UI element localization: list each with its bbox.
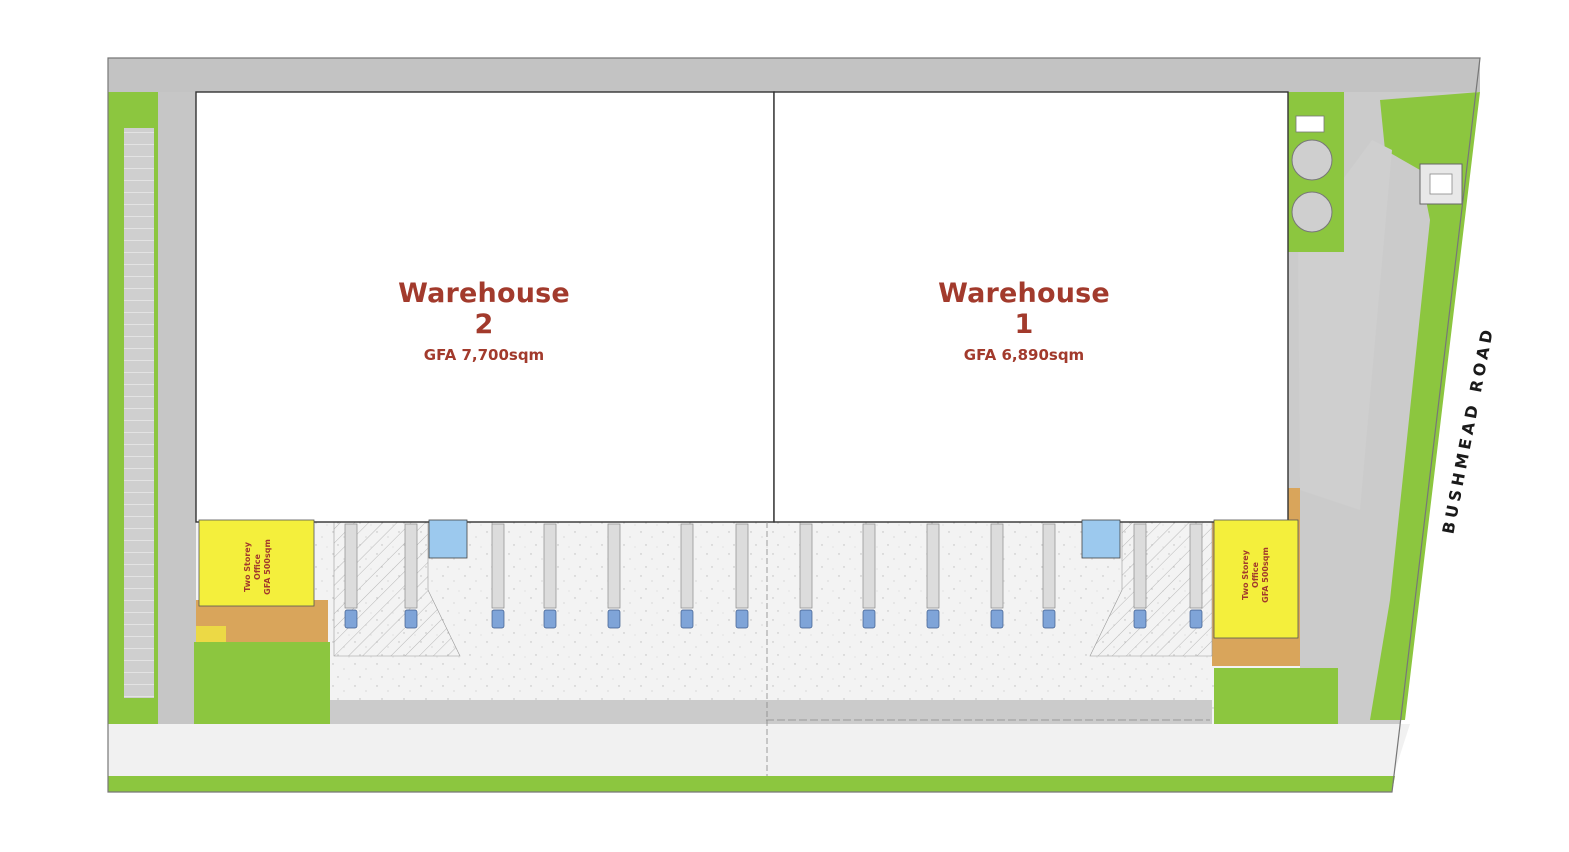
sw-landscape	[194, 642, 330, 724]
site-boundary	[107, 57, 1481, 793]
truck-trailer	[344, 523, 358, 609]
warehouse-1-building	[773, 91, 1289, 523]
warehouse-1-office-label: Two Storey Office GFA 500sqm	[1241, 535, 1271, 615]
truck-trailer	[680, 523, 694, 609]
truck-cab	[990, 609, 1004, 629]
truck-cab	[404, 609, 418, 629]
warehouse-1-gfa: GFA 6,890sqm	[963, 346, 1085, 364]
truck-trailer	[1042, 523, 1056, 609]
west-driveway	[158, 92, 196, 724]
truck-trailer	[491, 523, 505, 609]
truck-cab	[344, 609, 358, 629]
truck-trailer	[735, 523, 749, 609]
office-line: GFA 500sqm	[1261, 547, 1270, 603]
west-parking	[124, 128, 154, 698]
office-line: Two Storey	[1241, 550, 1250, 600]
truck-cab	[926, 609, 940, 629]
truck-trailer	[862, 523, 876, 609]
truck-trailer	[990, 523, 1004, 609]
docked-trucks	[344, 523, 1203, 629]
east-landscape	[1370, 92, 1480, 720]
plant-box	[1295, 115, 1325, 133]
w2-amenity	[428, 519, 468, 559]
warehouse-2-name: Warehouse 2	[398, 278, 570, 340]
warehouse-2-office	[198, 519, 315, 607]
warehouse-1-label: Warehouse 1 GFA 6,890sqm	[924, 278, 1124, 364]
water-tank	[1291, 191, 1333, 233]
truck-cab	[491, 609, 505, 629]
warehouse-2-office-label: Two Storey Office GFA 500sqm	[243, 527, 273, 607]
water-tank	[1291, 139, 1333, 181]
truck-trailer	[1133, 523, 1147, 609]
warehouse-1-office	[1213, 519, 1299, 639]
office-line: Office	[1251, 562, 1260, 588]
warehouse-2-gfa: GFA 7,700sqm	[423, 346, 545, 364]
office-line: GFA 500sqm	[263, 539, 272, 595]
truck-cab	[735, 609, 749, 629]
truck-cab	[1042, 609, 1056, 629]
truck-trailer	[607, 523, 621, 609]
warehouse-1-name: Warehouse 1	[938, 278, 1110, 340]
se-landscape	[1214, 668, 1338, 724]
warehouse-2-label: Warehouse 2 GFA 7,700sqm	[384, 278, 584, 364]
truck-trailer	[799, 523, 813, 609]
truck-trailer	[404, 523, 418, 609]
truck-cab	[862, 609, 876, 629]
substation-inner	[1429, 173, 1453, 195]
bin-store	[196, 626, 226, 642]
south-driveway	[108, 724, 1410, 780]
truck-cab	[607, 609, 621, 629]
w1-amenity	[1081, 519, 1121, 559]
north-driveway	[108, 58, 1480, 92]
truck-cab	[799, 609, 813, 629]
warehouse-2-building	[195, 91, 775, 523]
truck-trailer	[543, 523, 557, 609]
truck-cab	[1189, 609, 1203, 629]
office-line: Office	[253, 554, 262, 580]
truck-trailer	[1189, 523, 1203, 609]
truck-cab	[1133, 609, 1147, 629]
truck-cab	[680, 609, 694, 629]
truck-trailer	[926, 523, 940, 609]
south-landscape	[108, 776, 1395, 792]
office-line: Two Storey	[243, 542, 252, 592]
truck-cab	[543, 609, 557, 629]
